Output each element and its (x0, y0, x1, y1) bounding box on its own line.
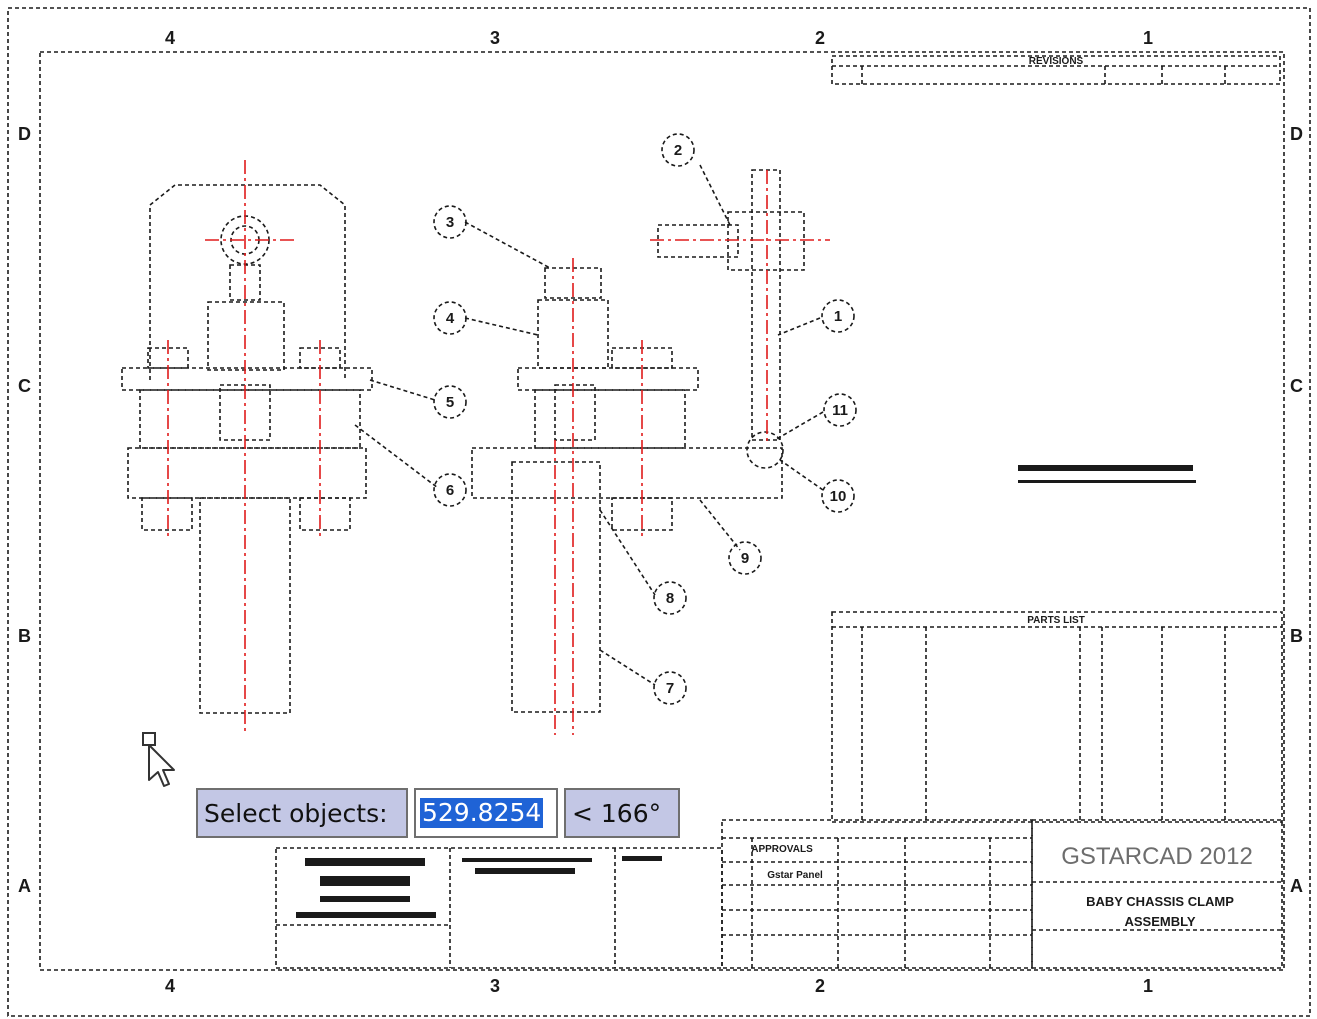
balloon-label: 1 (834, 308, 842, 325)
sheet-outer-border (7, 7, 1311, 1017)
zone-number: 2 (815, 976, 825, 996)
parts-list-table (831, 611, 1283, 823)
gstarcad-logo-text: GSTARCAD 2012 (1061, 843, 1253, 870)
drawing-title-line1: BABY CHASSIS CLAMP (1086, 894, 1234, 909)
sheet-inner-border (39, 51, 1285, 971)
zone-number: 4 (165, 28, 175, 48)
drawn-by: Gstar Panel (767, 870, 823, 881)
zone-number: 3 (490, 28, 500, 48)
revisions-block (831, 55, 1281, 85)
zone-number: 1 (1143, 976, 1153, 996)
balloon-label: 6 (446, 482, 454, 499)
zone-number: 3 (490, 976, 500, 996)
left-view-bracket (149, 184, 346, 380)
centerlines (167, 160, 830, 735)
zone-number: 1 (1143, 28, 1153, 48)
illegible-text-blocks (296, 465, 1196, 918)
distance-input[interactable]: 529.8254 (414, 788, 558, 838)
zone-letter: A (18, 876, 31, 896)
balloon-label: 11 (832, 402, 848, 419)
title-block (1031, 819, 1283, 969)
balloon-label: 8 (666, 590, 674, 607)
zone-letter: A (1290, 876, 1303, 896)
drawing-title-line2: ASSEMBLY (1124, 914, 1195, 929)
balloon-label: 7 (666, 680, 674, 697)
zone-letter: B (18, 626, 31, 646)
command-prompt-text: Select objects: (204, 798, 388, 828)
zone-number: 2 (815, 28, 825, 48)
parts-list-label: PARTS LIST (1027, 615, 1085, 626)
balloon-label: 10 (830, 488, 847, 505)
balloon-label: 9 (741, 550, 749, 567)
angle-value: < 166° (572, 798, 662, 828)
command-prompt: Select objects: (196, 788, 408, 838)
mouse-cursor-icon (142, 732, 175, 787)
distance-value[interactable]: 529.8254 (420, 798, 544, 828)
zone-letter: D (18, 124, 31, 144)
zone-letter: B (1290, 626, 1303, 646)
zone-letter: C (1290, 376, 1303, 396)
approvals-label: APPROVALS (751, 844, 813, 855)
approvals-block (721, 819, 1033, 969)
zone-letter: C (18, 376, 31, 396)
angle-input[interactable]: < 166° (564, 788, 680, 838)
balloon-label: 2 (674, 142, 682, 159)
balloon-label: 5 (446, 394, 454, 411)
company-block (275, 847, 723, 969)
revisions-label: REVISIONS (1029, 56, 1084, 67)
zone-letter: D (1290, 124, 1303, 144)
balloon-label: 3 (446, 214, 454, 231)
balloon-label: 4 (446, 310, 455, 327)
zone-number: 4 (165, 976, 175, 996)
